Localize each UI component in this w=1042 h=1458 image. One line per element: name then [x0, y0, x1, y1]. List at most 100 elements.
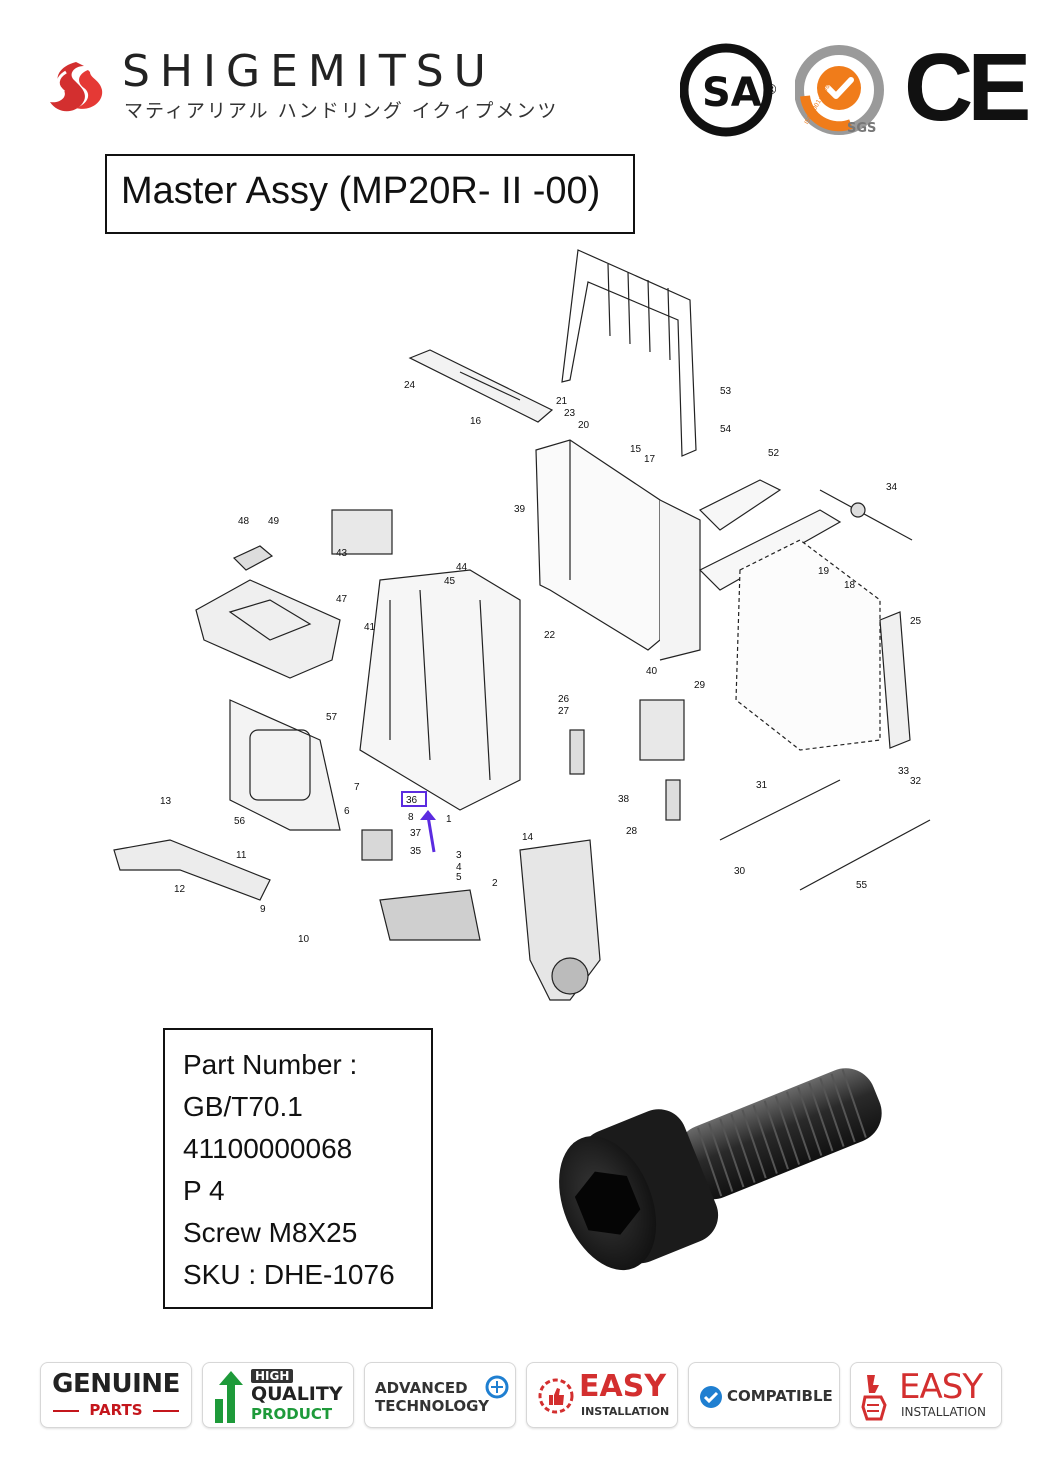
page-title: Master Assy (MP20R- II -00)	[121, 170, 601, 212]
fork-lower	[698, 509, 842, 591]
callout-31: 31	[756, 780, 768, 791]
link-rod-lower	[799, 819, 931, 891]
callout-54: 54	[720, 424, 732, 435]
badge-genuine-top: GENUINE	[52, 1369, 180, 1399]
badge-genuine-bottom: PARTS	[89, 1401, 143, 1419]
csa-registered-mark: ®	[764, 82, 776, 98]
callout-25: 25	[910, 616, 922, 627]
title-box: Master Assy (MP20R- II -00)	[105, 154, 635, 234]
badge-easy-line1: EASY	[579, 1369, 667, 1404]
csa-logo-icon: SA ®	[680, 43, 776, 137]
callout-11: 11	[236, 850, 247, 861]
callout-16: 16	[470, 416, 482, 427]
badge-advanced-technology: ADVANCED TECHNOLOGY	[364, 1362, 516, 1428]
badge-high-quality: HIGH QUALITY PRODUCT	[202, 1362, 354, 1428]
callout-22: 22	[544, 630, 556, 641]
callout-30: 30	[734, 866, 746, 877]
backrest-part	[561, 249, 697, 457]
drive-unit-part	[519, 839, 601, 1001]
callout-12: 12	[174, 884, 186, 895]
highlight-box	[401, 791, 427, 807]
pump-part	[639, 699, 685, 761]
callout-45: 45	[444, 576, 456, 587]
callout-44: 44	[456, 562, 468, 573]
hood-cover-part	[195, 579, 341, 679]
callout-52: 52	[768, 448, 780, 459]
callout-14: 14	[522, 832, 534, 843]
callout-10: 10	[298, 934, 310, 945]
callout-19: 19	[818, 566, 830, 577]
callout-34: 34	[886, 482, 898, 493]
badge-easy-installation: EASY INSTALLATION	[526, 1362, 678, 1428]
callout-38: 38	[618, 794, 630, 805]
callout-49: 49	[268, 516, 280, 527]
badge-compatible: COMPATIBLE	[688, 1362, 840, 1428]
badge-hq-line3: PRODUCT	[251, 1405, 333, 1423]
callout-7: 7	[354, 782, 360, 793]
sgs-text: SGS	[847, 121, 876, 136]
check-circle-icon	[700, 1386, 722, 1408]
callout-47: 47	[336, 594, 348, 605]
badge-adv-line2: TECHNOLOGY	[375, 1397, 489, 1415]
badge-hq-line2: QUALITY	[251, 1383, 343, 1405]
callout-39: 39	[514, 504, 526, 515]
brake-part	[361, 829, 393, 861]
callout-18: 18	[844, 580, 856, 591]
callout-27: 27	[558, 706, 570, 717]
link-rod-upper	[719, 779, 841, 841]
csa-text: SA	[702, 70, 762, 116]
callout-4: 4	[456, 862, 462, 873]
part-code: 41100000068	[183, 1133, 353, 1164]
top-cover-part	[408, 349, 554, 423]
part-position: P 4	[183, 1175, 225, 1206]
highlight-arrow-line	[426, 815, 436, 853]
quality-arrow-icon	[215, 1371, 243, 1423]
brand-mark-icon	[50, 62, 103, 112]
part-number-label: Part Number :	[183, 1049, 358, 1080]
callout-5: 5	[456, 872, 462, 883]
callout-26: 26	[558, 694, 570, 705]
highlight-arrow-head	[420, 810, 436, 820]
wrench-hand-icon	[861, 1375, 887, 1421]
callout-28: 28	[626, 826, 638, 837]
part-info-box: Part Number : GB/T70.1 41100000068 P 4 S…	[163, 1028, 433, 1309]
fork-upper	[698, 479, 782, 531]
badge-hq-line1: HIGH	[251, 1369, 294, 1383]
callout-23: 23	[564, 408, 576, 419]
callout-13: 13	[160, 796, 172, 807]
chassis-housing-part	[359, 569, 521, 811]
ce-mark: CE	[904, 34, 1031, 141]
callout-3: 3	[456, 850, 462, 861]
part-sku: SKU : DHE-1076	[183, 1259, 395, 1290]
callout-55: 55	[856, 880, 868, 891]
front-cover-part	[229, 699, 341, 831]
badge-easy-installation-2: EASY INSTALLATION	[850, 1362, 1002, 1428]
badge-genuine-line-left	[53, 1410, 79, 1412]
feature-badges: GENUINE PARTS HIGH QUALITY PRODUCT ADVAN…	[40, 1362, 1002, 1428]
callout-1: 1	[446, 814, 452, 825]
certification-logos: SA ® SGS ISO 9001:2008 CE	[680, 40, 1031, 140]
part-description: Screw M8X25	[183, 1217, 358, 1248]
badge-easy-line2: INSTALLATION	[581, 1405, 670, 1418]
brand-subtitle: マティアリアル ハンドリング イクィプメンツ	[124, 100, 559, 122]
callout-41: 41	[364, 622, 376, 633]
badge-genuine-line-right	[153, 1410, 179, 1412]
platform-part	[379, 889, 481, 941]
callout-37: 37	[410, 828, 422, 839]
callout-33: 33	[898, 766, 910, 777]
circuit-brain-icon	[485, 1375, 509, 1399]
callout-24: 24	[404, 380, 416, 391]
brand-name: SHIGEMITSU	[122, 46, 496, 97]
callout-48: 48	[238, 516, 250, 527]
callout-35: 35	[410, 846, 422, 857]
callout-highlighted: 36	[406, 795, 418, 806]
callout-43: 43	[336, 548, 348, 559]
callout-2: 2	[492, 878, 498, 889]
callout-40: 40	[646, 666, 658, 677]
screw-photo-icon	[559, 1068, 882, 1271]
callout-6: 6	[344, 806, 350, 817]
controller-part	[331, 509, 393, 555]
badge-easy2-line2: INSTALLATION	[901, 1405, 986, 1419]
part-standard: GB/T70.1	[183, 1091, 303, 1122]
